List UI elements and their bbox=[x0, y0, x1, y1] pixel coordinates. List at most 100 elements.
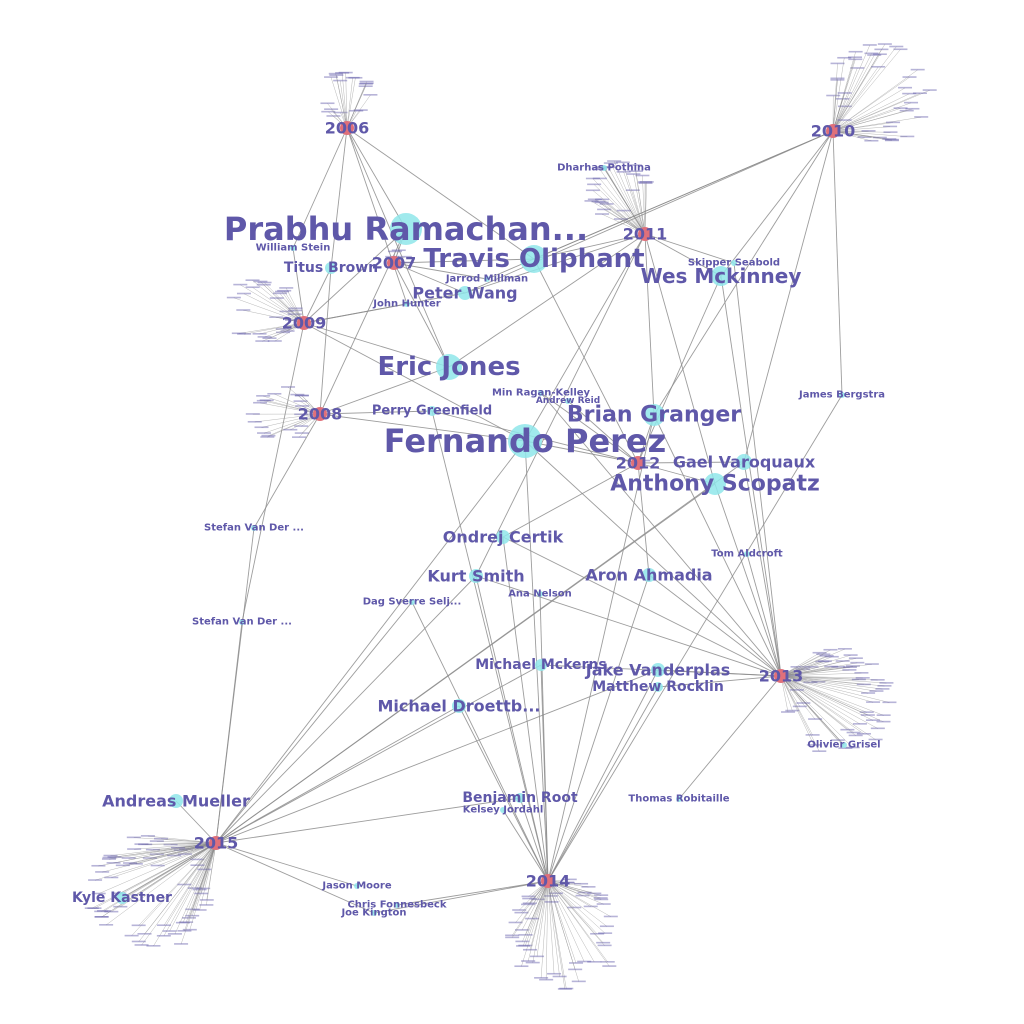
person-node[interactable] bbox=[116, 892, 128, 904]
person-node[interactable] bbox=[515, 793, 525, 803]
edge bbox=[648, 574, 782, 677]
peripheral-label-mark bbox=[854, 672, 869, 674]
person-node[interactable] bbox=[290, 245, 296, 251]
peripheral-label-mark bbox=[607, 160, 622, 162]
peripheral-edge bbox=[832, 93, 921, 132]
peripheral-label-mark bbox=[140, 835, 155, 837]
peripheral-edge bbox=[547, 880, 585, 962]
edge bbox=[539, 593, 549, 882]
person-node[interactable] bbox=[731, 260, 737, 266]
year-node[interactable] bbox=[638, 227, 652, 241]
peripheral-label-mark bbox=[162, 930, 177, 932]
person-node[interactable] bbox=[537, 591, 543, 597]
edge bbox=[464, 233, 646, 294]
person-node[interactable] bbox=[538, 390, 544, 396]
year-node[interactable] bbox=[340, 121, 354, 135]
peripheral-edge bbox=[263, 413, 321, 434]
year-node[interactable] bbox=[541, 874, 555, 888]
peripheral-label-mark bbox=[145, 848, 160, 851]
year-node[interactable] bbox=[209, 836, 223, 850]
person-node[interactable] bbox=[354, 883, 360, 889]
peripheral-label-mark bbox=[326, 115, 341, 117]
peripheral-label-mark bbox=[902, 92, 917, 95]
edge bbox=[678, 675, 782, 800]
peripheral-label-mark bbox=[515, 940, 530, 943]
person-node[interactable] bbox=[520, 245, 548, 273]
peripheral-label-mark bbox=[518, 944, 533, 947]
person-node[interactable] bbox=[436, 354, 462, 380]
person-node[interactable] bbox=[744, 551, 750, 557]
peripheral-label-mark bbox=[543, 895, 558, 897]
peripheral-edge bbox=[780, 675, 864, 685]
peripheral-label-mark bbox=[115, 864, 130, 867]
edge bbox=[215, 621, 243, 844]
person-node[interactable] bbox=[427, 406, 437, 416]
edge bbox=[644, 233, 655, 416]
person-node[interactable] bbox=[390, 213, 422, 245]
year-node[interactable] bbox=[631, 456, 645, 470]
person-node[interactable] bbox=[169, 794, 183, 808]
person-node[interactable] bbox=[651, 663, 665, 677]
person-node[interactable] bbox=[452, 699, 466, 713]
person-node[interactable] bbox=[601, 165, 607, 171]
person-node[interactable] bbox=[642, 568, 656, 582]
person-node[interactable] bbox=[239, 619, 245, 625]
peripheral-edge bbox=[547, 880, 595, 963]
person-node[interactable] bbox=[839, 392, 845, 398]
edge bbox=[303, 228, 407, 324]
peripheral-label-mark bbox=[294, 432, 309, 434]
peripheral-edge bbox=[606, 203, 646, 235]
year-node[interactable] bbox=[313, 407, 327, 421]
peripheral-label-mark bbox=[154, 837, 169, 840]
peripheral-label-mark bbox=[163, 843, 178, 846]
peripheral-label-mark bbox=[830, 62, 845, 65]
edge bbox=[215, 842, 358, 887]
peripheral-label-mark bbox=[138, 843, 153, 846]
person-label: Tom Aldcroft bbox=[711, 549, 783, 560]
year-node[interactable] bbox=[826, 124, 840, 138]
peripheral-edge bbox=[129, 842, 217, 864]
peripheral-edge bbox=[339, 80, 348, 129]
peripheral-label-mark bbox=[321, 110, 336, 113]
peripheral-edge bbox=[547, 880, 611, 917]
person-node[interactable] bbox=[371, 910, 377, 916]
peripheral-label-mark bbox=[868, 738, 883, 741]
peripheral-edge bbox=[341, 73, 348, 129]
person-node[interactable] bbox=[500, 807, 506, 813]
person-node[interactable] bbox=[325, 262, 337, 274]
year-node[interactable] bbox=[297, 316, 311, 330]
peripheral-label-mark bbox=[559, 987, 574, 990]
peripheral-label-mark bbox=[358, 85, 373, 88]
peripheral-edge bbox=[832, 49, 882, 132]
person-node[interactable] bbox=[535, 659, 547, 671]
person-node[interactable] bbox=[676, 796, 682, 802]
person-node[interactable] bbox=[404, 301, 410, 307]
person-node[interactable] bbox=[711, 266, 731, 286]
person-node[interactable] bbox=[484, 276, 490, 282]
peripheral-edge bbox=[601, 202, 646, 235]
person-node[interactable] bbox=[496, 530, 510, 544]
person-node[interactable] bbox=[508, 424, 542, 458]
year-node[interactable] bbox=[387, 256, 401, 270]
peripheral-label-mark bbox=[638, 181, 653, 183]
year-node[interactable] bbox=[774, 669, 788, 683]
peripheral-label-mark bbox=[597, 208, 612, 211]
person-node[interactable] bbox=[565, 398, 571, 404]
person-node[interactable] bbox=[469, 569, 483, 583]
peripheral-label-mark bbox=[95, 871, 110, 873]
peripheral-edge bbox=[832, 93, 910, 132]
person-node[interactable] bbox=[841, 742, 847, 748]
peripheral-label-mark bbox=[596, 941, 611, 944]
person-node[interactable] bbox=[653, 682, 663, 692]
person-node[interactable] bbox=[394, 902, 400, 908]
person-node[interactable] bbox=[458, 286, 472, 300]
person-node[interactable] bbox=[643, 404, 665, 426]
person-node[interactable] bbox=[409, 599, 415, 605]
peripheral-edge bbox=[233, 297, 305, 324]
person-node[interactable] bbox=[704, 473, 726, 495]
peripheral-label-mark bbox=[840, 728, 855, 731]
person-node[interactable] bbox=[736, 454, 752, 470]
peripheral-label-mark bbox=[505, 936, 520, 939]
person-node[interactable] bbox=[251, 525, 257, 531]
